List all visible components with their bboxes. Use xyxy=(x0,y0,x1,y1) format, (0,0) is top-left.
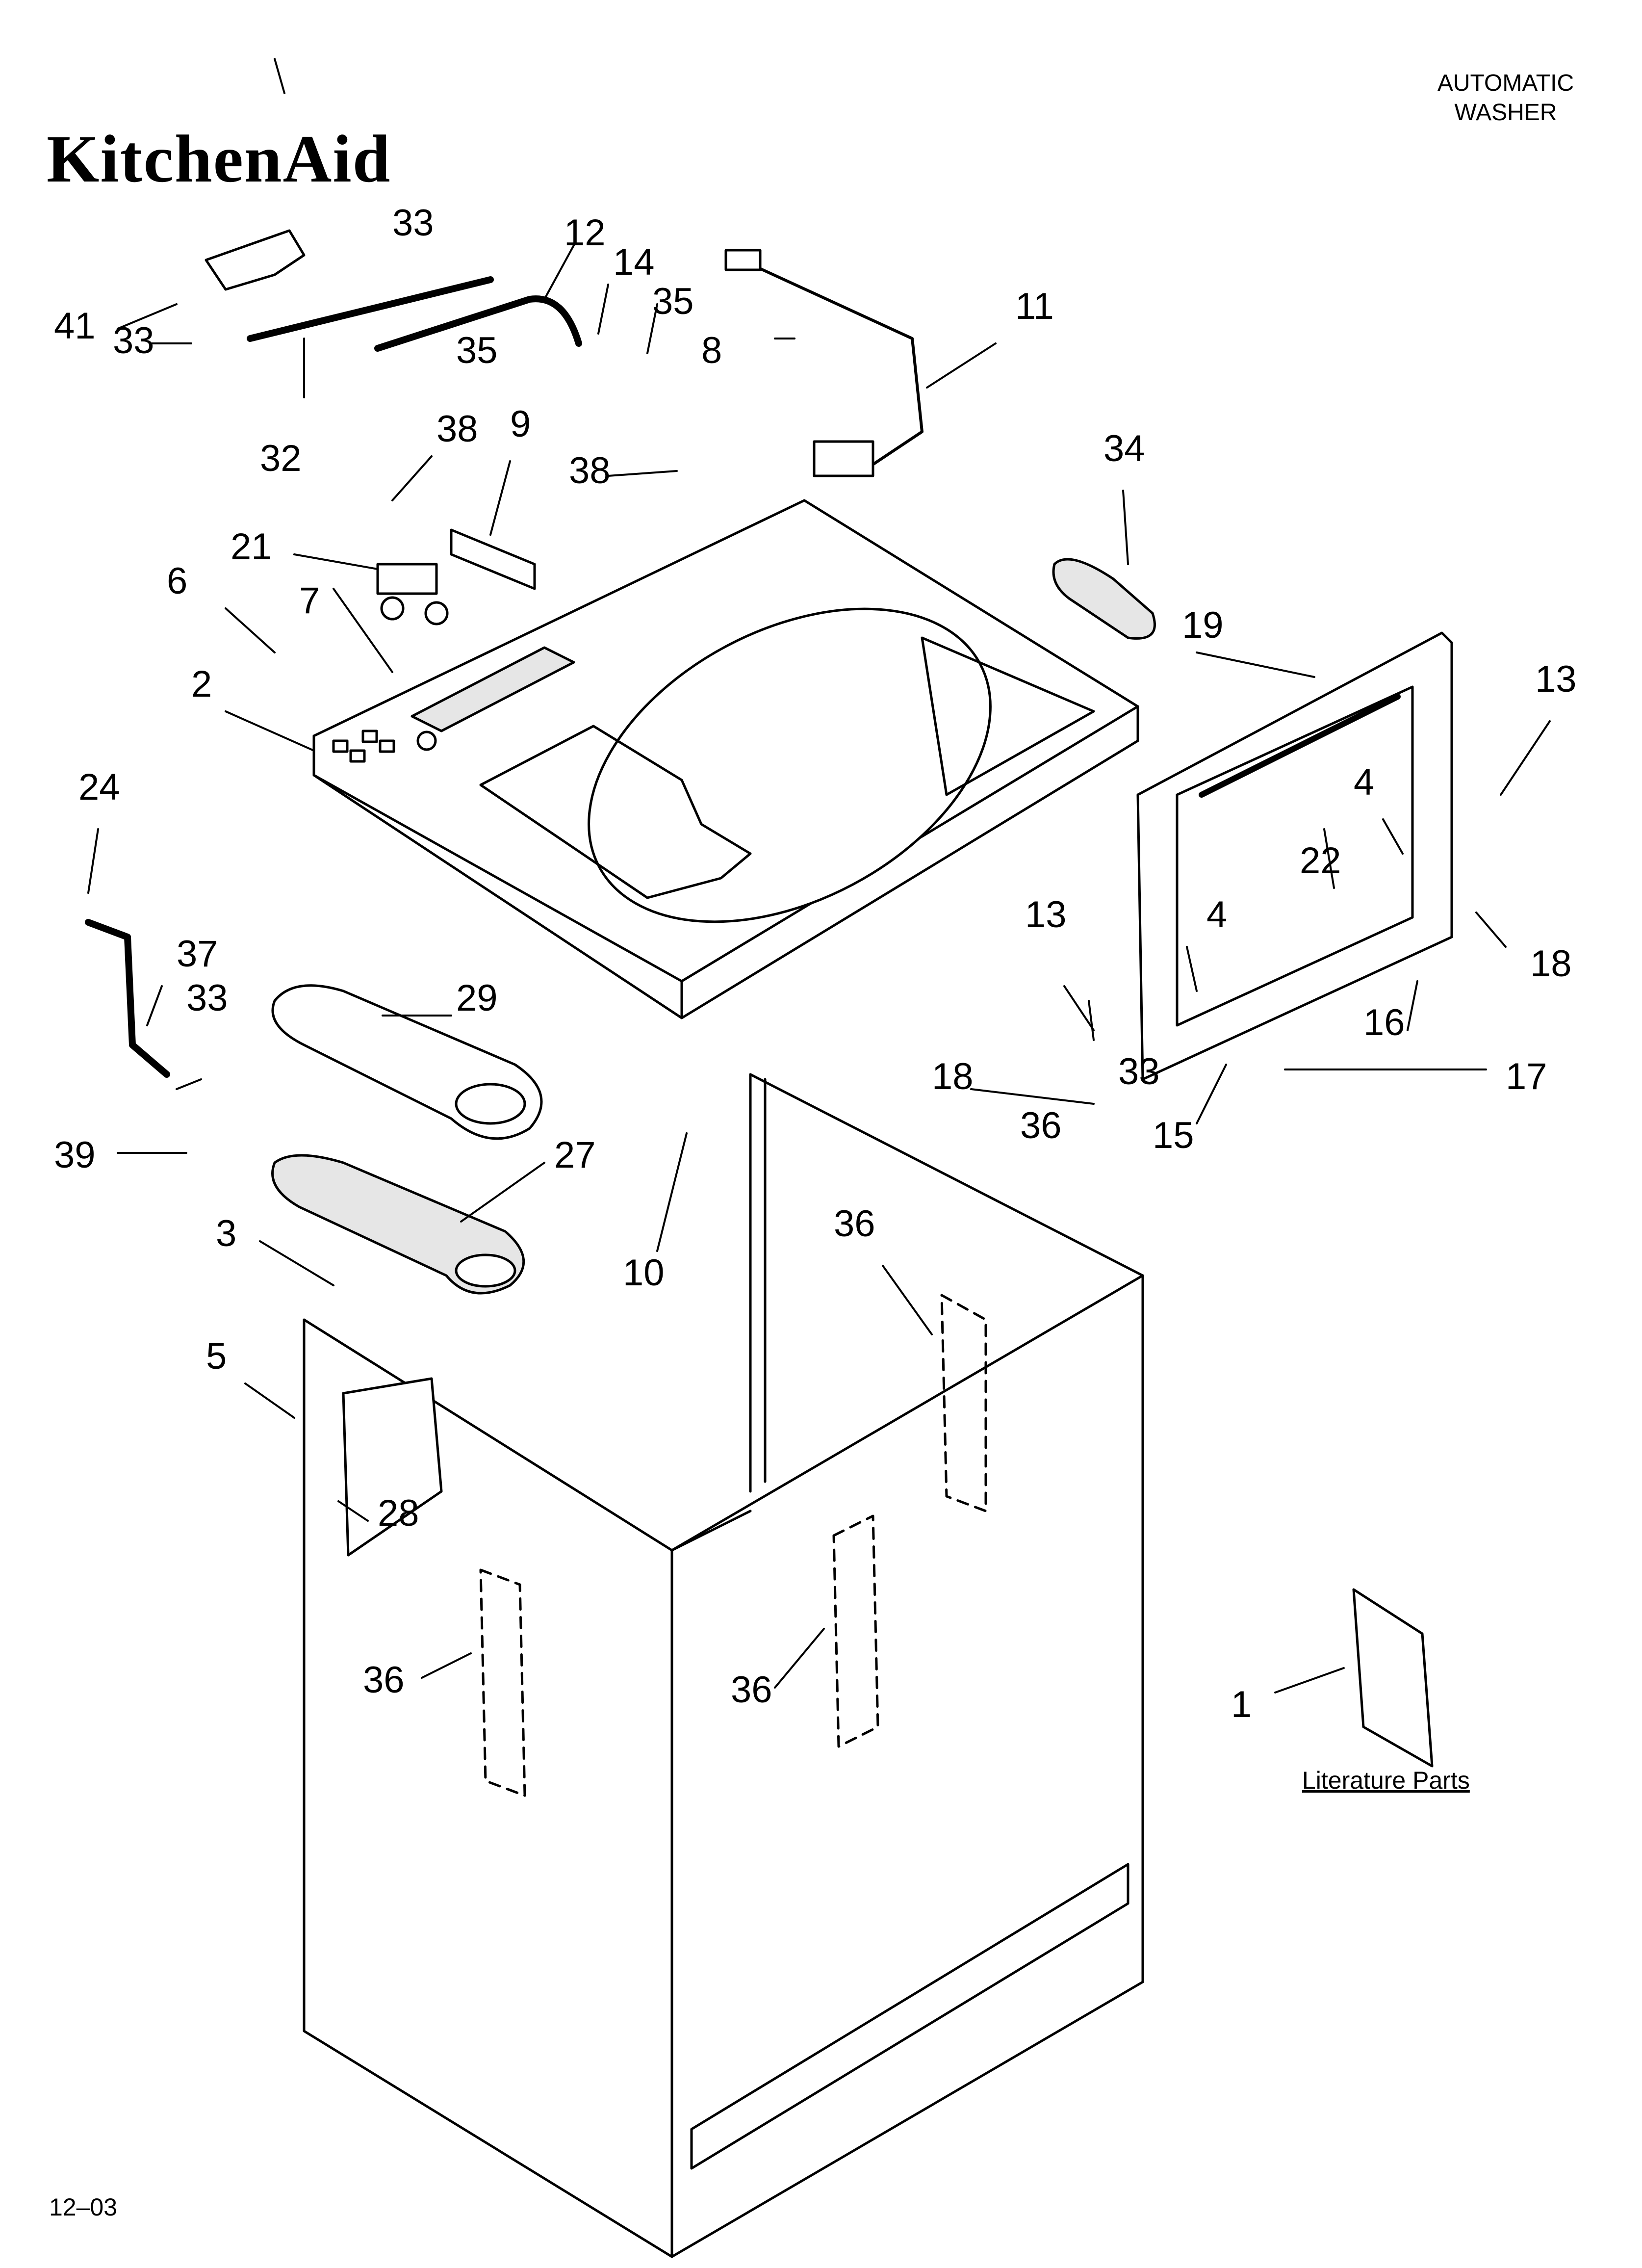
callout-33d: 33 xyxy=(1118,1051,1160,1093)
callout-27: 27 xyxy=(554,1134,596,1176)
callout-1: 1 xyxy=(1231,1684,1252,1725)
literature-booklet xyxy=(1352,1588,1434,1768)
callout-36c: 36 xyxy=(731,1669,772,1711)
callout-12: 12 xyxy=(564,212,606,254)
callout-21: 21 xyxy=(231,526,272,568)
callout-5: 5 xyxy=(206,1335,227,1377)
callout-37: 37 xyxy=(177,933,218,975)
tub-ring xyxy=(271,984,543,1140)
callout-33b: 33 xyxy=(113,320,154,362)
water-valve-21 xyxy=(376,563,449,626)
callout-32: 32 xyxy=(260,438,302,479)
cabinet xyxy=(303,1073,1144,2258)
callout-9: 9 xyxy=(510,403,531,445)
callout-29: 29 xyxy=(456,977,498,1019)
header-line-1: AUTOMATIC xyxy=(1437,70,1574,96)
page-header: AUTOMATIC WASHER xyxy=(1403,69,1609,128)
callout-18a: 18 xyxy=(1530,943,1572,985)
header-line-2: WASHER xyxy=(1454,100,1557,126)
bracket-9 xyxy=(450,528,536,590)
kitchenaid-logo: KitchenAid xyxy=(47,121,391,196)
callout-11: 11 xyxy=(1015,286,1054,327)
leader-lines xyxy=(87,58,1551,1694)
callout-33a: 33 xyxy=(392,202,434,244)
callout-34: 34 xyxy=(1103,428,1145,469)
tub-ring-cover xyxy=(271,1154,525,1295)
callout-41: 41 xyxy=(54,305,96,347)
top-cover xyxy=(312,499,1139,1019)
callout-13b: 13 xyxy=(1025,894,1067,936)
callout-14: 14 xyxy=(613,241,655,283)
hose-32 xyxy=(247,276,494,342)
callout-10: 10 xyxy=(623,1252,665,1294)
callout-19: 19 xyxy=(1182,604,1224,646)
console-back-panel xyxy=(1136,631,1453,1081)
callout-36d: 36 xyxy=(1020,1105,1062,1147)
callout-4b: 4 xyxy=(1206,894,1227,936)
callout-18b: 18 xyxy=(932,1056,974,1097)
callout-3: 3 xyxy=(216,1213,236,1254)
callout-33c: 33 xyxy=(186,977,228,1019)
callout-35b: 35 xyxy=(456,330,498,371)
callout-36a: 36 xyxy=(834,1203,875,1245)
callout-13a: 13 xyxy=(1535,658,1577,700)
callout-39: 39 xyxy=(54,1134,96,1176)
callout-38b: 38 xyxy=(569,450,611,492)
inlet-hose-label-41 xyxy=(205,229,306,291)
callout-6: 6 xyxy=(167,560,187,602)
callout-38a: 38 xyxy=(436,408,478,450)
callout-4a: 4 xyxy=(1354,761,1374,803)
wire-harness-11 xyxy=(724,249,924,477)
callout-2: 2 xyxy=(191,663,212,705)
hose-12 xyxy=(374,295,582,352)
dispenser-34 xyxy=(1052,558,1156,640)
callout-24: 24 xyxy=(78,766,120,808)
callout-15: 15 xyxy=(1153,1115,1194,1156)
callout-17: 17 xyxy=(1506,1056,1547,1097)
footer-code: 12–03 xyxy=(49,2193,118,2221)
callout-16: 16 xyxy=(1363,1002,1405,1043)
callout-28: 28 xyxy=(378,1492,419,1534)
callout-labels: 1 2 3 4 4 5 6 7 8 9 10 11 12 13 13 14 15… xyxy=(54,202,1577,1725)
callout-35a: 35 xyxy=(652,281,694,322)
callout-36b: 36 xyxy=(363,1659,405,1701)
literature-parts-label: Literature Parts xyxy=(1302,1767,1470,1794)
callout-8: 8 xyxy=(701,330,722,371)
callout-22: 22 xyxy=(1300,840,1341,882)
callout-7: 7 xyxy=(299,580,320,622)
hose-37 xyxy=(85,919,170,1078)
